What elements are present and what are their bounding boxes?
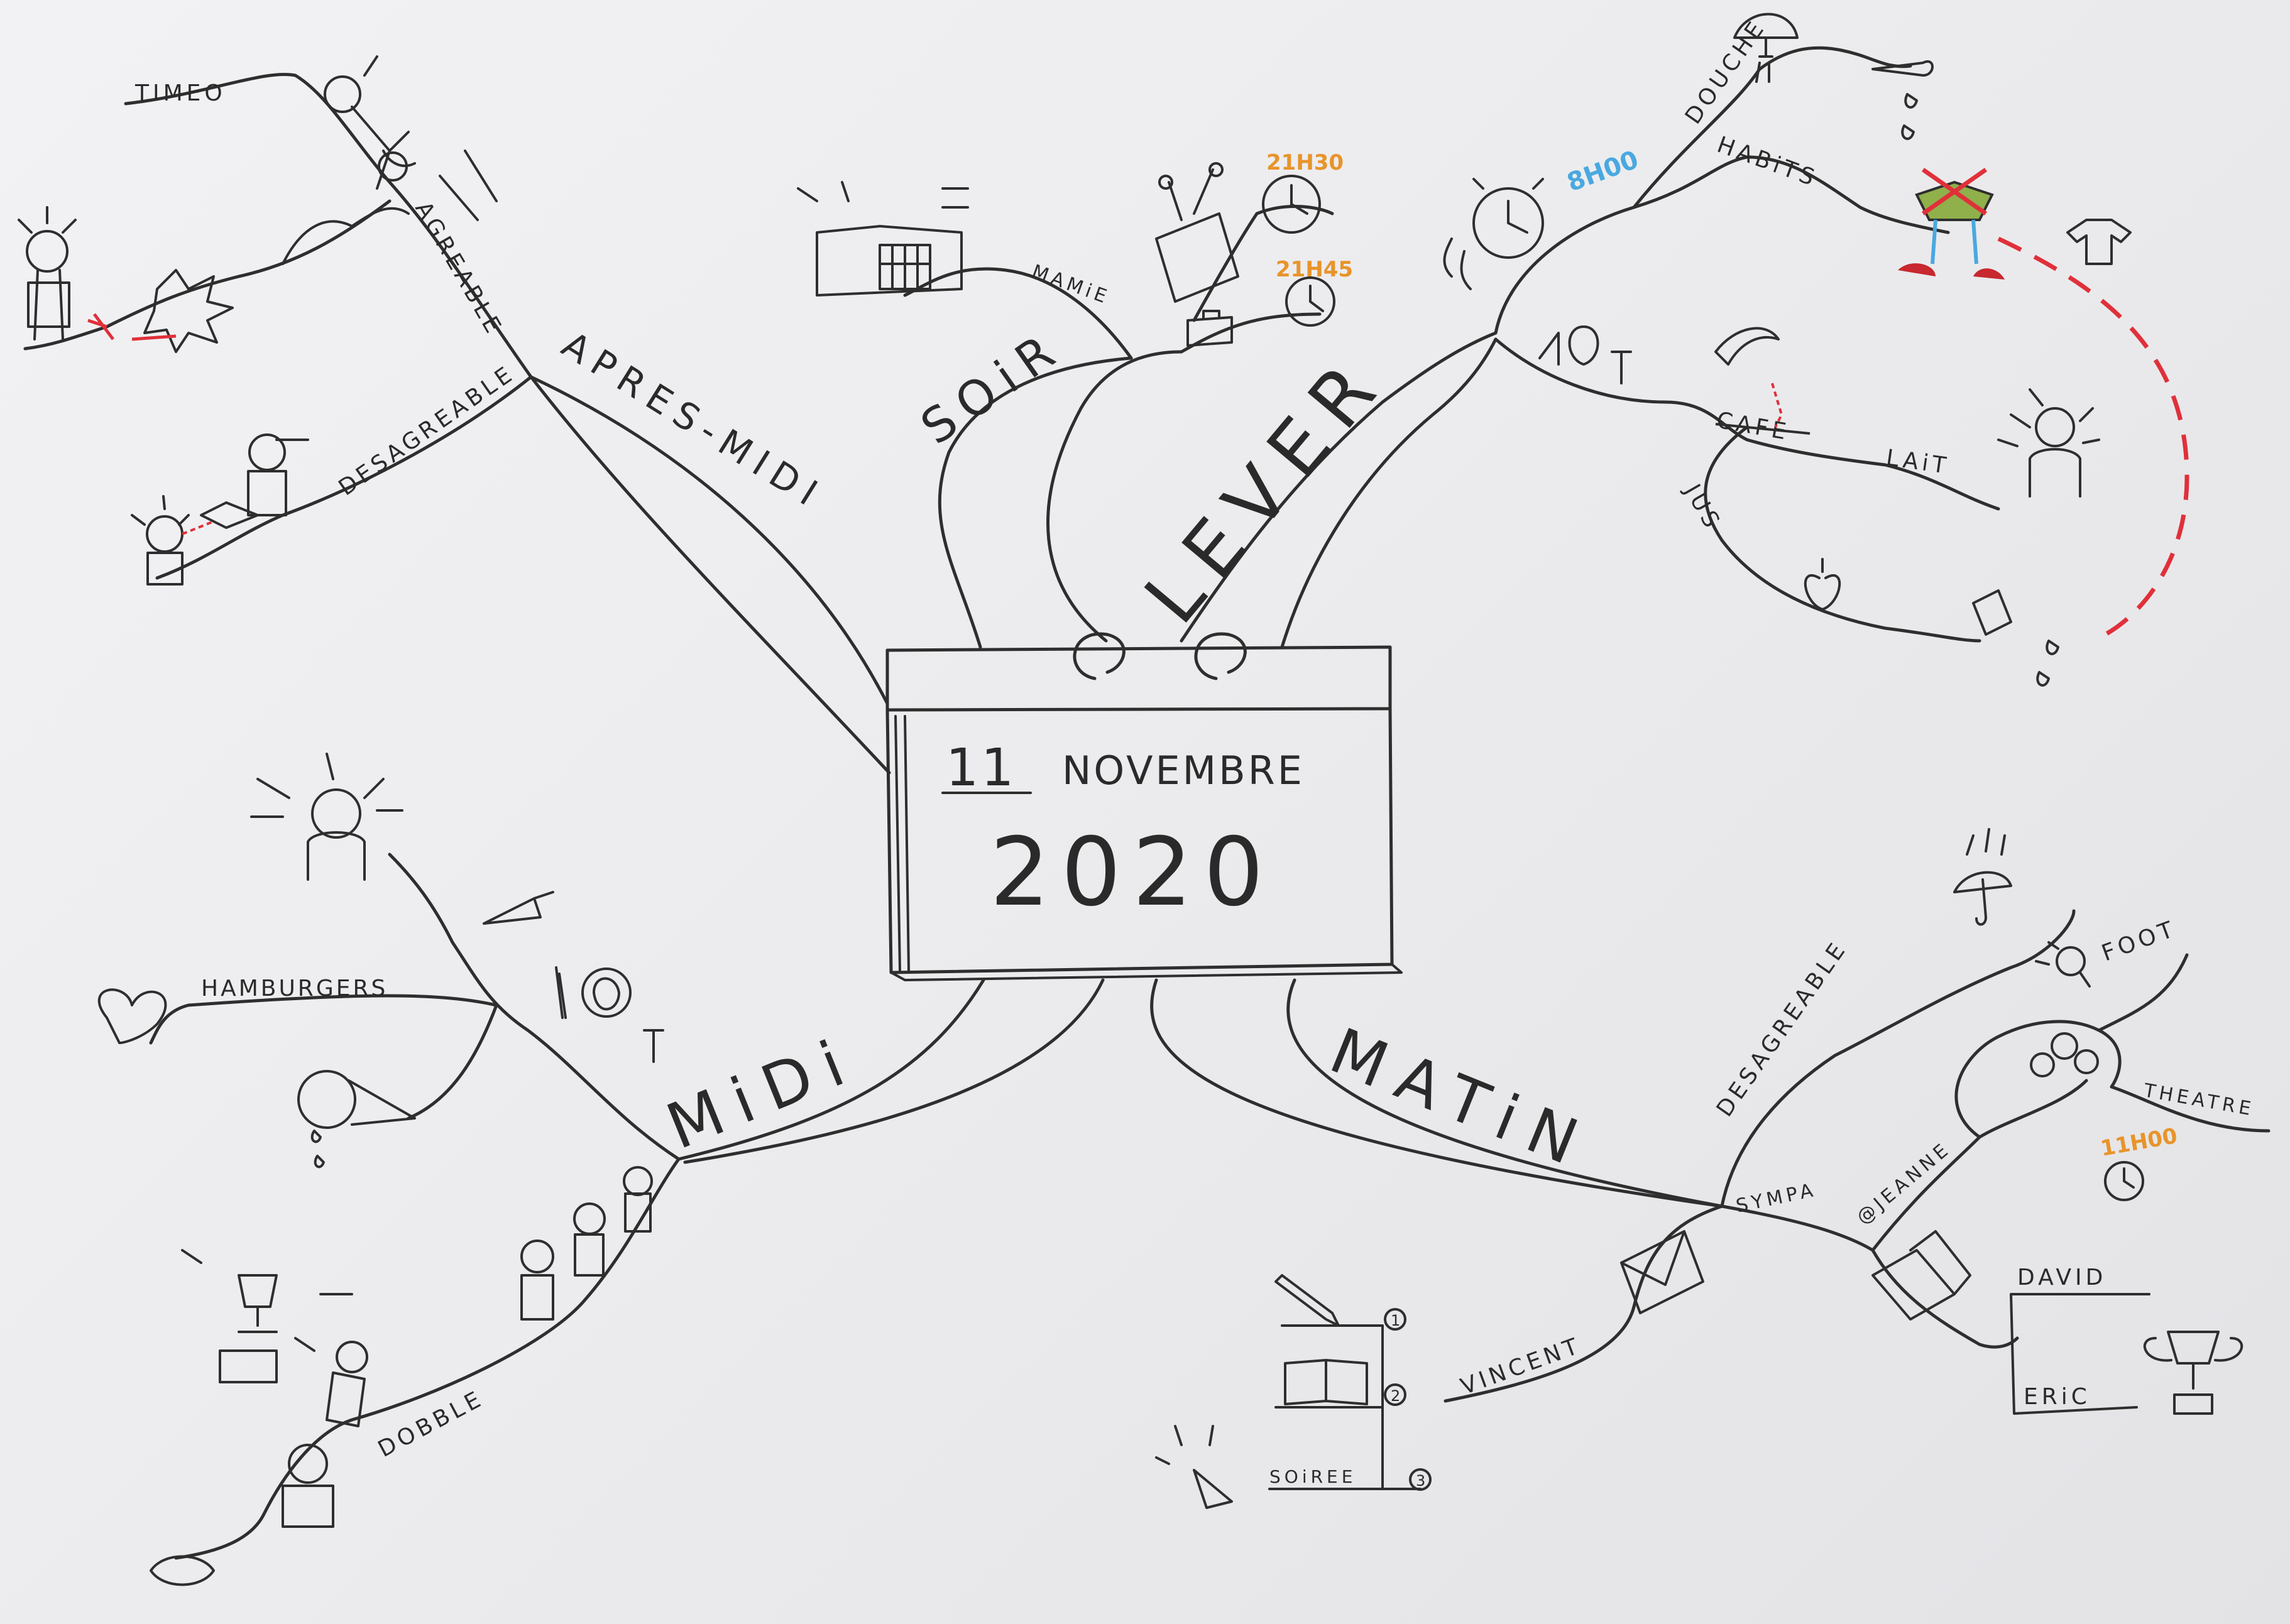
pen-icon: [1274, 1274, 1340, 1327]
hurt-person-icon: [18, 206, 177, 341]
trophy-icon-2: [2143, 1331, 2243, 1415]
alarm-clock-icon: [1443, 178, 1544, 290]
label-sympa: SYMPA: [1734, 1179, 1818, 1218]
player-icon: [326, 1341, 368, 1427]
crowd-icon: [2030, 1032, 2099, 1077]
label-theatre: THEATRE: [2142, 1079, 2257, 1121]
label-agreable: AGREABLE: [410, 197, 507, 341]
angry-kid-icon: [250, 753, 403, 881]
croissant-icon: [1714, 327, 1780, 366]
party-horn-icon: [1155, 1425, 1233, 1509]
label-dobble: DOBBLE: [374, 1385, 488, 1463]
label-habits: HABiTS: [1714, 132, 1821, 192]
lightbulb-icon: [2035, 941, 2091, 988]
time-11h00: 11H00: [2099, 1123, 2179, 1162]
label-midi: MiDi: [657, 1022, 868, 1164]
cutlery-icon: [1538, 325, 1632, 384]
dressed-person-icon: [1898, 168, 2005, 280]
book-icon: [1284, 1359, 1368, 1405]
climber-icon: [324, 55, 498, 221]
explosion-icon: [143, 269, 234, 353]
carrot-icon: [483, 891, 554, 925]
theatre-clock-icon: [2104, 1161, 2144, 1201]
clock-icon-2: 21H45: [1276, 257, 1353, 327]
mask-icon: [150, 1555, 215, 1586]
num-1: 1: [1391, 1312, 1400, 1329]
label-apres-midi: APRES-MIDI: [555, 323, 833, 518]
num-2: 2: [1391, 1387, 1400, 1405]
umbrella-icon: [1953, 828, 2012, 926]
label-mamie: MAMiE: [1029, 261, 1113, 309]
label-david: DAVID: [2017, 1265, 2106, 1290]
red-dashed-arc: [1997, 236, 2189, 637]
laptop-icon: [1871, 1230, 1971, 1321]
grass-icon: [282, 207, 410, 265]
midi-branch: HAMBURGERS DOBBLE: [97, 753, 681, 1586]
label-jus: JUS: [1679, 479, 1726, 535]
lever-branch: HABiTS DOUCHE 8H00 CAFE LAiT JUS: [1443, 13, 2189, 687]
label-timeo: TIMEO: [134, 80, 226, 106]
masked-person-icon: [282, 1444, 334, 1528]
clock-icon-1: 21H30: [1262, 150, 1344, 234]
time-8h00: 8H00: [1564, 145, 1643, 197]
matin-branch: DESAGREABLE FOOT THEATRE 11H00 SYMPA @JE…: [1155, 828, 2271, 1509]
reading-girl-icon: [131, 433, 309, 586]
label-lait: LAiT: [1885, 445, 1951, 479]
center-year: 2020: [990, 818, 1275, 927]
shower-icon: [1733, 13, 1799, 83]
heart-icon: [97, 988, 167, 1044]
ice-cream-icon: [297, 1070, 416, 1169]
briefcase-icon: [1186, 310, 1233, 347]
label-eric: ERiC: [2024, 1384, 2091, 1410]
main-branches: [529, 331, 1724, 1208]
glass-icon: [1972, 589, 2012, 636]
time-2145: 21H45: [1276, 257, 1353, 282]
label-hamburgers: HAMBURGERS: [201, 976, 388, 1001]
label-desagreable-matin: DESAGREABLE: [1712, 936, 1853, 1121]
plate-cutlery-icon: [555, 966, 664, 1063]
envelope-icon: [1620, 1230, 1704, 1314]
label-foot: FOOT: [2098, 916, 2180, 967]
eye-drop-icon: [1871, 60, 1934, 140]
label-soir: SOiR: [911, 318, 1073, 455]
apres-midi-branch: TIMEO AGREABLE DESAGREABLE: [18, 55, 533, 586]
label-desagreable-aprem: DESAGREABLE: [334, 360, 520, 501]
num-3: 3: [1416, 1472, 1425, 1490]
soir-branch: MAMiE 21H30 21H45: [797, 150, 1353, 360]
shirt-icon: [2066, 219, 2132, 265]
angry-person-icon: [1997, 388, 2100, 498]
tv-icon: [1155, 162, 1239, 303]
trophy-icon: [181, 1249, 353, 1383]
friends-icon: [520, 1166, 653, 1321]
time-2130: 21H30: [1266, 150, 1344, 175]
house-icon: [797, 181, 969, 297]
central-calendar: 11 NOVEMBRE 2020: [885, 632, 1403, 981]
center-month: NOVEMBRE: [1062, 748, 1305, 793]
apple-icon: [1804, 558, 1841, 611]
center-day: 11: [946, 738, 1016, 798]
label-soiree: SOiREE: [1269, 1466, 1356, 1487]
